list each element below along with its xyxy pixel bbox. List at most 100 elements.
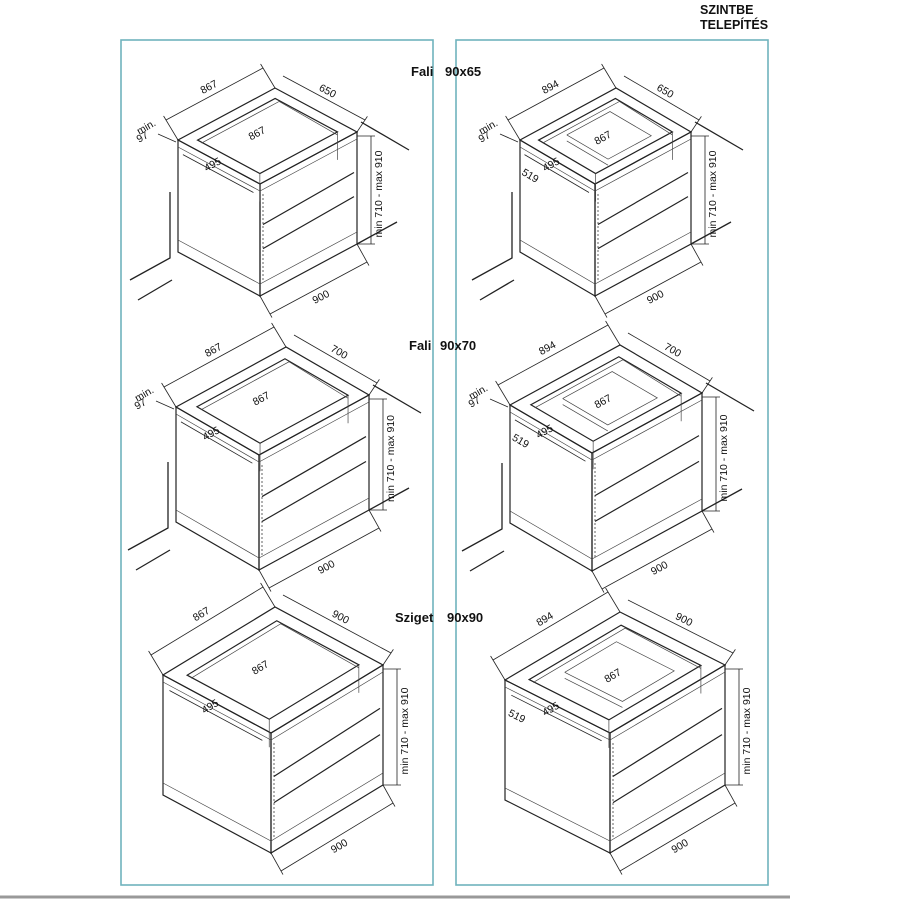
front-ext-line [690, 243, 704, 266]
section-label-3: Sziget 90x90 [395, 610, 483, 625]
front-dim-line [601, 528, 713, 590]
depth-dim-line [282, 75, 366, 121]
width-dim-text: 894 [537, 339, 558, 358]
depth-dim-line [282, 594, 392, 654]
depth-ext-line [690, 116, 702, 133]
front-panel [270, 663, 384, 855]
section-label-1: Fali 90x65 [411, 64, 481, 79]
cabinet-body [518, 87, 693, 298]
min-note-leader [155, 400, 175, 410]
min-note-leader [157, 133, 177, 143]
front-ext-line [591, 570, 605, 593]
wall-line [129, 192, 171, 281]
front-panel [591, 391, 703, 573]
cutout-inner [534, 359, 682, 409]
cabinet-body [161, 606, 385, 855]
cutout-inner [190, 623, 360, 679]
front-ext-line [258, 569, 272, 592]
cabinet-body [508, 344, 704, 573]
width-ext-line [260, 582, 276, 608]
depth-ext-line [724, 649, 736, 666]
inner-dim-line [514, 419, 586, 462]
height-dim-text: min 710 - max 910 [385, 415, 397, 502]
front-ext-line [701, 510, 715, 533]
section-2-prefix: Fali [409, 338, 431, 353]
drawer-line-1 [261, 436, 367, 498]
inner-dim-text-867: 867 [593, 392, 614, 411]
min-note-leader [499, 133, 519, 143]
header-line1: SZINTBE [700, 3, 753, 17]
width-ext-line [490, 655, 506, 681]
width-dim-text: 867 [199, 78, 220, 97]
width-dim-text: 867 [203, 341, 224, 360]
min-note-value: 97 [466, 394, 482, 410]
countertop-edge [519, 138, 692, 192]
cutout-inner [201, 101, 338, 144]
width-ext-line [163, 115, 179, 141]
depth-dim-line [623, 75, 700, 121]
width-ext-line [605, 320, 621, 346]
depth-dim-text: 900 [673, 611, 694, 630]
wall-line [368, 487, 410, 511]
front-ext-line [609, 852, 623, 875]
width-ext-line [605, 587, 621, 613]
min-note-value: 97 [476, 129, 492, 145]
wall-line [356, 221, 398, 245]
floor-line [135, 549, 171, 571]
inner-dim-text-867: 867 [251, 389, 272, 408]
countertop-edge [175, 401, 370, 463]
inner-dim-line [511, 694, 602, 742]
width-dim-line [507, 67, 605, 121]
drawer-line-2 [273, 734, 381, 804]
front-panel [594, 130, 692, 298]
drawer-line-2 [261, 461, 367, 523]
countertop-edge [504, 671, 726, 741]
inner-dim-text-495: 495 [200, 697, 221, 716]
depth-dim-text: 650 [654, 82, 675, 101]
cabinet-body [176, 87, 359, 298]
countertop-edge [509, 399, 703, 461]
depth-dim-line [293, 334, 378, 384]
hob-channel-line [562, 404, 608, 432]
min-note-leader [489, 398, 509, 408]
width-ext-line [271, 322, 287, 348]
section-2-size: 90x70 [440, 338, 476, 353]
section-3-prefix: Sziget [395, 610, 434, 625]
inner-dim-text-867: 867 [250, 658, 271, 677]
height-dim-text: min 710 - max 910 [373, 150, 385, 237]
inner-dim-text-519: 519 [506, 707, 527, 726]
inner-dim-line [524, 154, 590, 193]
wall-outline [471, 121, 744, 301]
inner-dim-text-495: 495 [201, 424, 222, 443]
wall-outline [129, 121, 410, 301]
depth-dim-line [627, 599, 734, 654]
front-ext-line [724, 784, 738, 807]
hob-channel [564, 641, 675, 702]
drawer-line-2 [594, 460, 700, 522]
inner-dim-text-495: 495 [541, 155, 562, 174]
front-ext-line [356, 243, 370, 266]
height-dim-text: min 710 - max 910 [741, 687, 753, 774]
floor-line [479, 279, 515, 301]
width-dim-text: 894 [534, 610, 555, 629]
plinth-line [504, 772, 726, 842]
plinth-line [509, 498, 703, 560]
drawer-line-2 [597, 196, 689, 250]
front-panel [259, 130, 358, 298]
hob-channel-line [566, 140, 609, 166]
drawer-line-1 [262, 171, 355, 226]
front-ext-line [368, 509, 382, 532]
inner-dim-text-495: 495 [540, 700, 561, 719]
inner-dim-text-519: 519 [510, 432, 531, 451]
front-dim-line [619, 802, 736, 872]
depth-ext-line [382, 649, 394, 666]
front-ext-line [594, 295, 608, 318]
drawer-line-2 [262, 196, 355, 250]
